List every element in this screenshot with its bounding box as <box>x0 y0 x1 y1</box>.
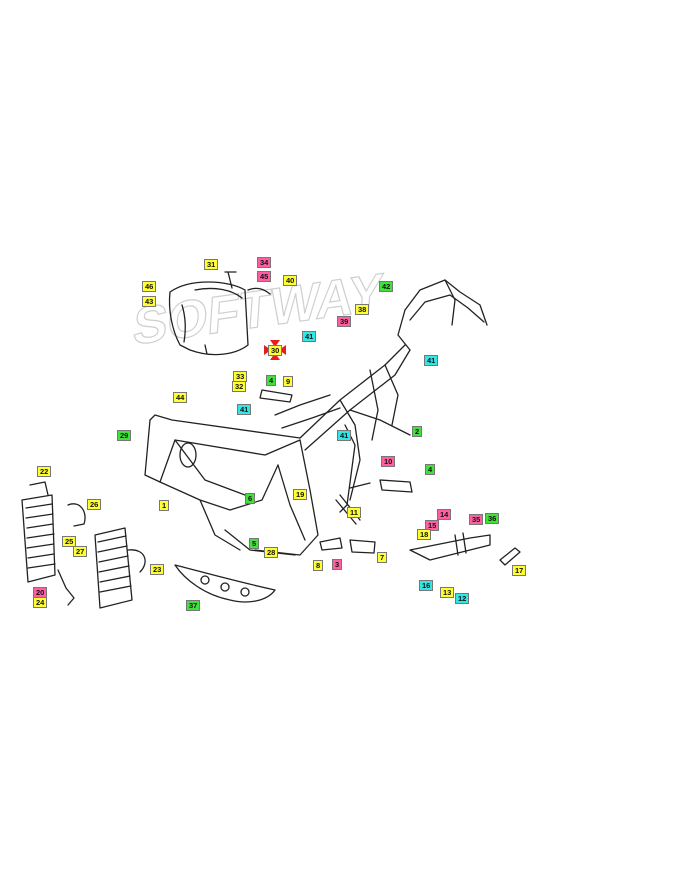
callout-tag: 12 <box>455 593 470 604</box>
callout-tag: 27 <box>73 546 88 557</box>
callout-tag: 10 <box>381 456 396 467</box>
callout-tag: 35 <box>469 514 484 525</box>
hose-24 <box>57 569 75 606</box>
callout-tag: 14 <box>437 509 452 520</box>
hose-26 <box>67 503 86 527</box>
callout-tag: 40 <box>283 275 298 286</box>
footpeg-right <box>349 479 413 493</box>
callout-tag: 25 <box>62 536 77 547</box>
callout-tag: 41 <box>337 430 352 441</box>
callout-tag: 42 <box>379 281 394 292</box>
callout-tag: 11 <box>347 507 361 518</box>
callout-tag: 46 <box>142 281 157 292</box>
caliper-bracket <box>319 537 376 554</box>
callout-tag: 41 <box>302 331 317 342</box>
marker-arrows <box>264 340 286 360</box>
callout-tag: 41 <box>424 355 439 366</box>
callout-tag: 4 <box>425 464 436 475</box>
callout-tag: 30 <box>268 345 283 356</box>
callout-tag: 15 <box>425 520 440 531</box>
callout-tag: 7 <box>377 552 388 563</box>
callout-tag: 23 <box>150 564 165 575</box>
callout-tag: 34 <box>257 257 272 268</box>
callout-tag: 28 <box>264 547 279 558</box>
callout-tag: 31 <box>204 259 219 270</box>
skid-plate <box>174 564 276 603</box>
callout-tag: 26 <box>87 499 102 510</box>
radiator-right <box>94 527 146 609</box>
footpeg-left <box>259 389 293 403</box>
callout-tag: 19 <box>293 489 308 500</box>
callout-tag: 4 <box>266 375 277 386</box>
callout-tag: 41 <box>237 404 252 415</box>
callout-tag: 39 <box>337 316 352 327</box>
callout-tag: 5 <box>249 538 260 549</box>
fuel-tank <box>168 271 271 356</box>
radiator-left <box>21 481 56 583</box>
callout-tag: 44 <box>173 392 188 403</box>
callout-tag: 9 <box>283 376 294 387</box>
callout-tag: 6 <box>245 493 256 504</box>
callout-tag: 8 <box>313 560 324 571</box>
callout-tag: 45 <box>257 271 272 282</box>
main-frame <box>144 344 411 556</box>
callout-tag: 36 <box>485 513 500 524</box>
callout-tag: 29 <box>117 430 132 441</box>
frame-drawing: SOFTWAY <box>21 262 521 609</box>
callout-tag: 18 <box>417 529 432 540</box>
callout-tag: 16 <box>419 580 434 591</box>
callout-tag: 24 <box>33 597 48 608</box>
callout-tag: 2 <box>412 426 423 437</box>
callout-tag: 22 <box>37 466 52 477</box>
callout-tag: 13 <box>440 587 455 598</box>
callout-tag: 3 <box>332 559 343 570</box>
callout-tag: 37 <box>186 600 201 611</box>
exploded-parts-diagram: SOFTWAY <box>0 250 552 620</box>
rear-linkage <box>409 532 521 566</box>
callout-tag: 38 <box>355 304 370 315</box>
callout-tag: 43 <box>142 296 157 307</box>
subframe <box>397 279 488 351</box>
callout-tag: 32 <box>232 381 247 392</box>
callout-tag: 1 <box>159 500 170 511</box>
callout-tag: 17 <box>512 565 527 576</box>
